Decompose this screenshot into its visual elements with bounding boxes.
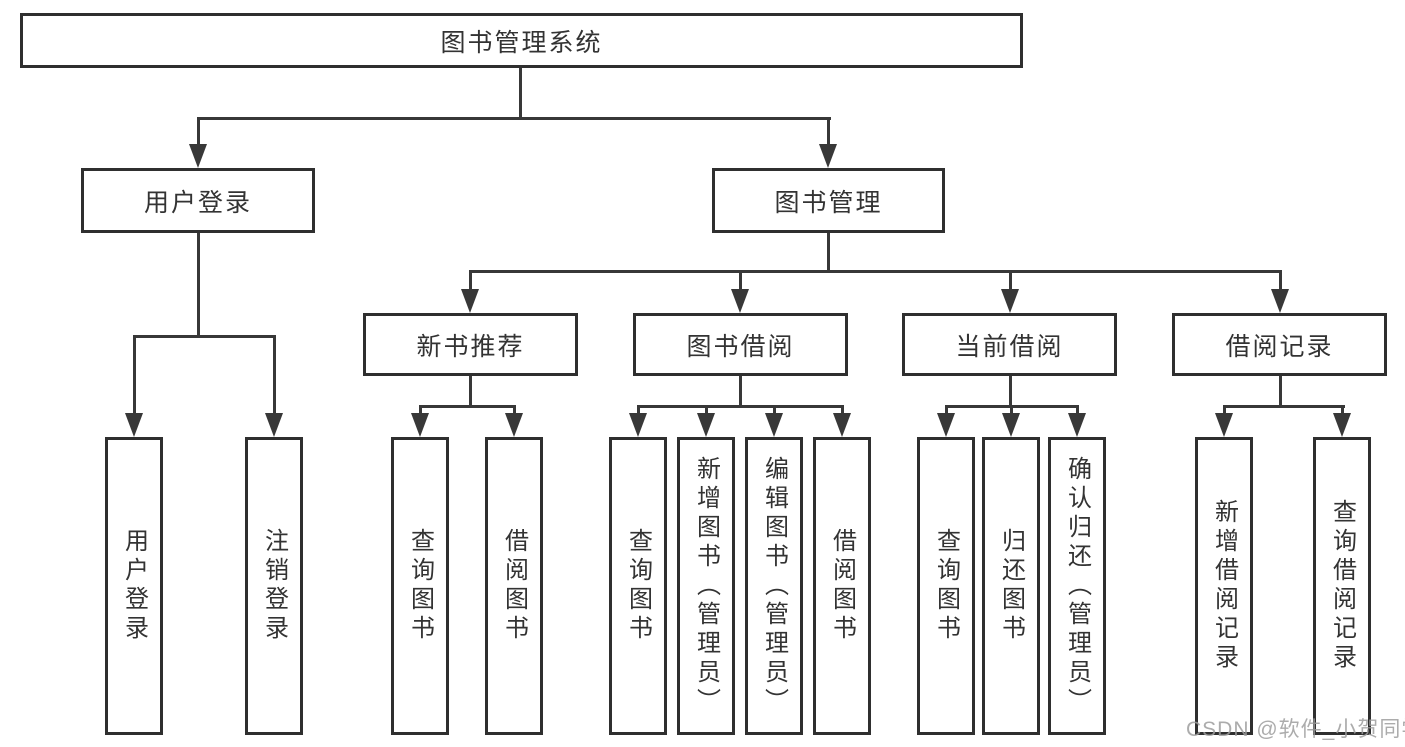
connector-line [739, 270, 742, 291]
leaf-user-login: 用户登录 [105, 437, 163, 735]
connector-line [705, 405, 708, 415]
connector-line [1010, 405, 1013, 415]
leaf-logout: 注销登录 [245, 437, 303, 735]
connector-line [197, 117, 200, 147]
leaf-add-borrow-record-label: 新增借阅记录 [1210, 499, 1238, 673]
node-borrowing-records: 借阅记录 [1172, 313, 1387, 376]
leaf-edit-book-admin: 编辑图书（管理员） [745, 437, 803, 735]
arrow-down-icon [819, 144, 837, 168]
leaf-return-book-label: 归还图书 [997, 528, 1025, 644]
leaf-confirm-return-admin: 确认归还（管理员） [1048, 437, 1106, 735]
node-book-borrowing: 图书借阅 [633, 313, 848, 376]
leaf-add-book-admin: 新增图书（管理员） [677, 437, 735, 735]
arrow-down-icon [731, 289, 749, 313]
connector-line [513, 405, 516, 415]
connector-line [519, 68, 522, 119]
connector-line [841, 405, 844, 415]
arrow-down-icon [833, 413, 851, 437]
leaf-query-books-borrowing: 查询图书 [609, 437, 667, 735]
connector-line [419, 405, 422, 415]
arrow-down-icon [1333, 413, 1351, 437]
connector-line [1076, 405, 1079, 415]
leaf-query-books-recommend: 查询图书 [391, 437, 449, 735]
arrow-down-icon [765, 413, 783, 437]
connector-line [133, 335, 276, 338]
leaf-logout-label: 注销登录 [260, 528, 288, 644]
node-new-book-recommend: 新书推荐 [363, 313, 578, 376]
leaf-query-borrow-record-label: 查询借阅记录 [1328, 499, 1356, 673]
leaf-query-borrow-record: 查询借阅记录 [1313, 437, 1371, 735]
arrow-down-icon [265, 413, 283, 437]
node-borrowing-records-label: 借阅记录 [1225, 332, 1334, 361]
arrow-down-icon [1002, 413, 1020, 437]
arrow-down-icon [1215, 413, 1233, 437]
connector-line [133, 335, 136, 415]
arrow-down-icon [1068, 413, 1086, 437]
leaf-borrow-books-recommend-label: 借阅图书 [500, 528, 528, 644]
node-book-management: 图书管理 [712, 168, 945, 233]
node-library-system-label: 图书管理系统 [440, 28, 603, 57]
arrow-down-icon [461, 289, 479, 313]
leaf-user-login-label: 用户登录 [120, 528, 148, 644]
watermark: CSDN @软件_小贺同学 [1186, 718, 1405, 741]
connector-line [739, 375, 742, 408]
leaf-borrow-books-borrowing-label: 借阅图书 [828, 528, 856, 644]
leaf-query-books-recommend-label: 查询图书 [406, 528, 434, 644]
connector-line [469, 375, 472, 408]
leaf-return-book: 归还图书 [982, 437, 1040, 735]
node-user-login-label: 用户登录 [143, 188, 252, 217]
node-book-management-label: 图书管理 [774, 188, 883, 217]
connector-line [273, 335, 276, 415]
connector-line [1223, 405, 1226, 415]
connector-line [469, 270, 1282, 273]
connector-line [197, 232, 200, 338]
node-current-borrowing: 当前借阅 [902, 313, 1117, 376]
connector-line [773, 405, 776, 415]
arrow-down-icon [1001, 289, 1019, 313]
leaf-add-borrow-record: 新增借阅记录 [1195, 437, 1253, 735]
connector-line [419, 405, 516, 408]
leaf-confirm-return-admin-label: 确认归还（管理员） [1063, 455, 1091, 717]
arrow-down-icon [189, 144, 207, 168]
arrow-down-icon [1271, 289, 1289, 313]
connector-line [945, 405, 948, 415]
node-new-book-recommend-label: 新书推荐 [416, 332, 525, 361]
node-current-borrowing-label: 当前借阅 [955, 332, 1064, 361]
node-library-system: 图书管理系统 [20, 13, 1023, 68]
leaf-borrow-books-borrowing: 借阅图书 [813, 437, 871, 735]
connector-line [1279, 375, 1282, 408]
leaf-add-book-admin-label: 新增图书（管理员） [692, 455, 720, 717]
arrow-down-icon [125, 413, 143, 437]
connector-line [637, 405, 844, 408]
arrow-down-icon [505, 413, 523, 437]
arrow-down-icon [697, 413, 715, 437]
arrow-down-icon [629, 413, 647, 437]
arrow-down-icon [937, 413, 955, 437]
connector-line [1341, 405, 1344, 415]
leaf-query-books-borrowing-label: 查询图书 [624, 528, 652, 644]
leaf-edit-book-admin-label: 编辑图书（管理员） [760, 455, 788, 717]
connector-line [827, 117, 830, 147]
connector-line [469, 270, 472, 291]
connector-line [197, 117, 831, 120]
leaf-borrow-books-recommend: 借阅图书 [485, 437, 543, 735]
node-book-borrowing-label: 图书借阅 [686, 332, 795, 361]
connector-line [637, 405, 640, 415]
connector-line [1009, 375, 1012, 408]
connector-line [827, 232, 830, 273]
leaf-query-books-current: 查询图书 [917, 437, 975, 735]
arrow-down-icon [411, 413, 429, 437]
connector-line [1009, 270, 1012, 291]
connector-line [1279, 270, 1282, 291]
node-user-login: 用户登录 [81, 168, 315, 233]
leaf-query-books-current-label: 查询图书 [932, 528, 960, 644]
connector-line [1223, 405, 1345, 408]
